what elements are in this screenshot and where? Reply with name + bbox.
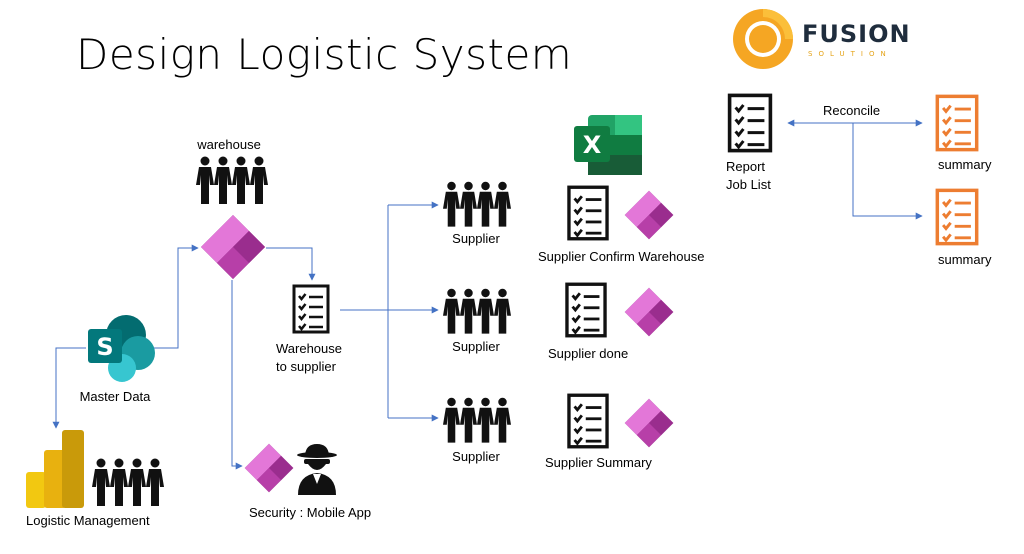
page-title: Design Logistic System [76, 30, 573, 79]
checklist-icon [567, 185, 609, 241]
security-label: Security : Mobile App [249, 505, 372, 520]
checklist-icon [567, 393, 609, 449]
people-group-icon [443, 181, 511, 227]
report-label-1: Report [726, 159, 766, 174]
logistic-management-label: Logistic Management [26, 513, 150, 528]
checklist-icon [292, 284, 330, 334]
master-data-label: Master Data [79, 389, 151, 404]
summary-label-1: summary [938, 157, 992, 172]
people-group-icon [443, 288, 511, 334]
supplier-label-1: Supplier [452, 231, 500, 246]
reconcile-label: Reconcile [823, 103, 881, 118]
supplier-confirm-label: Supplier Confirm Warehouse [538, 249, 705, 264]
warehouse-to-supplier-label-1: Warehouse [276, 341, 342, 356]
report-label-2: Job List [726, 177, 771, 192]
powerapps-icon [624, 398, 674, 448]
supplier-label-2: Supplier [452, 339, 500, 354]
supplier-summary-label: Supplier Summary [545, 455, 652, 470]
supplier-label-3: Supplier [452, 449, 500, 464]
warehouse-to-supplier-label-2: to supplier [276, 359, 336, 374]
summary-label-2: summary [938, 252, 992, 267]
checklist-icon [727, 93, 773, 153]
brand-name: FUSION [802, 20, 911, 48]
sharepoint-icon: S [88, 315, 155, 382]
people-group-icon [92, 458, 164, 506]
fusion-logo: FUSION SOLUTION [730, 6, 930, 72]
brand-tagline: SOLUTION [808, 50, 892, 58]
svg-text:S: S [96, 333, 113, 361]
powerapps-icon [624, 190, 674, 240]
checklist-icon [935, 94, 979, 152]
warehouse-label: warehouse [197, 137, 261, 152]
powerapps-icon [201, 215, 265, 279]
people-group-icon [196, 156, 268, 204]
supplier-done-label: Supplier done [548, 346, 629, 361]
powerbi-icon [26, 430, 84, 508]
powerapps-icon [624, 287, 674, 337]
people-group-icon [443, 397, 511, 443]
powerapps-icon [244, 443, 294, 493]
checklist-icon [565, 282, 607, 338]
spy-icon [297, 444, 337, 495]
checklist-icon [935, 188, 979, 246]
fusion-logo-mark [733, 9, 793, 69]
excel-icon: X [574, 115, 642, 175]
svg-text:X: X [583, 131, 602, 159]
